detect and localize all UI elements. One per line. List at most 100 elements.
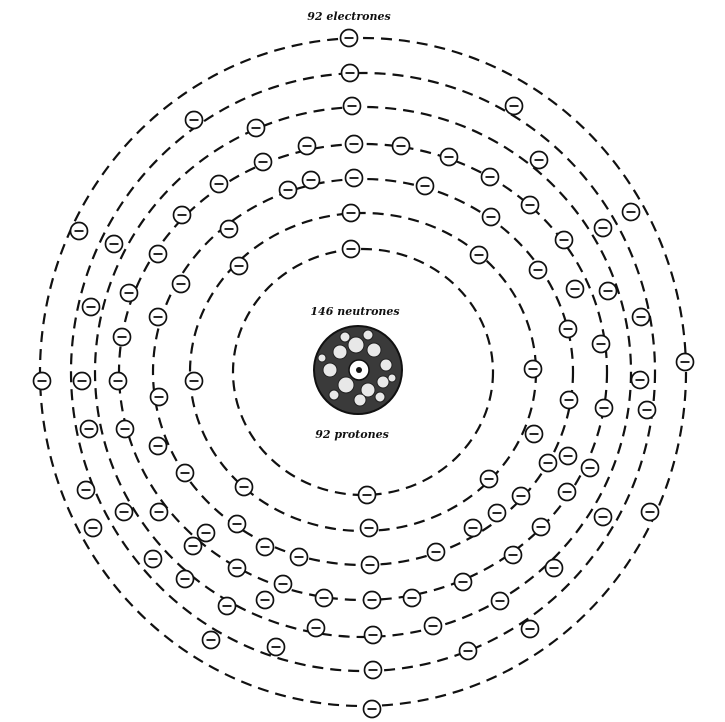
electron xyxy=(428,544,445,561)
electron xyxy=(595,509,612,526)
electron xyxy=(561,392,578,409)
electron xyxy=(186,112,203,129)
electron xyxy=(343,205,360,222)
electron xyxy=(174,207,191,224)
electron xyxy=(229,516,246,533)
electron xyxy=(299,138,316,155)
electron xyxy=(361,520,378,537)
electron xyxy=(145,551,162,568)
electron xyxy=(114,329,131,346)
electron xyxy=(173,276,190,293)
electron xyxy=(677,354,694,371)
electron xyxy=(186,373,203,390)
electron xyxy=(596,400,613,417)
electron xyxy=(203,632,220,649)
electron xyxy=(525,361,542,378)
electron xyxy=(526,426,543,443)
electron xyxy=(219,598,236,615)
electron xyxy=(116,504,133,521)
electron xyxy=(34,373,51,390)
electron xyxy=(275,576,292,593)
electron xyxy=(151,504,168,521)
electron xyxy=(593,336,610,353)
electron xyxy=(150,309,167,326)
electron xyxy=(425,618,442,635)
electron xyxy=(455,574,472,591)
electron xyxy=(489,505,506,522)
protons-label: 92 protones xyxy=(315,428,389,441)
electron xyxy=(465,520,482,537)
electron xyxy=(417,178,434,195)
electron xyxy=(522,621,539,638)
electron xyxy=(567,281,584,298)
electron xyxy=(78,482,95,499)
electron xyxy=(506,98,523,115)
electron xyxy=(359,487,376,504)
electron xyxy=(600,283,617,300)
electron xyxy=(639,402,656,419)
electron xyxy=(393,138,410,155)
electron xyxy=(362,557,379,574)
electron xyxy=(117,421,134,438)
electron xyxy=(121,285,138,302)
electron xyxy=(255,154,272,171)
electron xyxy=(642,504,659,521)
electron xyxy=(316,590,333,607)
electron xyxy=(481,471,498,488)
electron xyxy=(74,373,91,390)
electron xyxy=(346,170,363,187)
electron xyxy=(559,484,576,501)
electron xyxy=(211,176,228,193)
electron xyxy=(83,299,100,316)
electron xyxy=(623,204,640,221)
electron xyxy=(582,460,599,477)
electron xyxy=(268,639,285,656)
electron xyxy=(346,136,363,153)
neutrons-label: 146 neutrones xyxy=(310,305,399,318)
electron xyxy=(257,592,274,609)
electron xyxy=(303,172,320,189)
electron xyxy=(85,520,102,537)
electron xyxy=(248,120,265,137)
electron xyxy=(257,539,274,556)
electron xyxy=(341,30,358,47)
electron xyxy=(229,560,246,577)
electron xyxy=(404,590,421,607)
electron xyxy=(482,169,499,186)
electron xyxy=(546,560,563,577)
electron xyxy=(531,152,548,169)
nucleus xyxy=(314,326,402,414)
electron xyxy=(221,221,238,238)
electron xyxy=(236,479,253,496)
electron xyxy=(513,488,530,505)
electron xyxy=(364,592,381,609)
electron xyxy=(483,209,500,226)
electron xyxy=(110,373,127,390)
electrons-label: 92 electrones xyxy=(307,10,390,23)
electron xyxy=(540,455,557,472)
electron xyxy=(522,197,539,214)
electron xyxy=(364,701,381,718)
electron xyxy=(106,236,123,253)
electron xyxy=(198,525,215,542)
electron xyxy=(81,421,98,438)
electron xyxy=(365,662,382,679)
electron xyxy=(342,65,359,82)
electron xyxy=(151,389,168,406)
electron xyxy=(560,448,577,465)
electron xyxy=(291,549,308,566)
electron xyxy=(150,438,167,455)
electron xyxy=(632,372,649,389)
electron xyxy=(365,627,382,644)
electron xyxy=(71,223,88,240)
electron xyxy=(308,620,325,637)
electron xyxy=(505,547,522,564)
electron xyxy=(530,262,547,279)
electron xyxy=(177,465,194,482)
electron xyxy=(185,538,202,555)
electron xyxy=(492,593,509,610)
electron xyxy=(460,643,477,660)
electron xyxy=(231,258,248,275)
electron xyxy=(533,519,550,536)
